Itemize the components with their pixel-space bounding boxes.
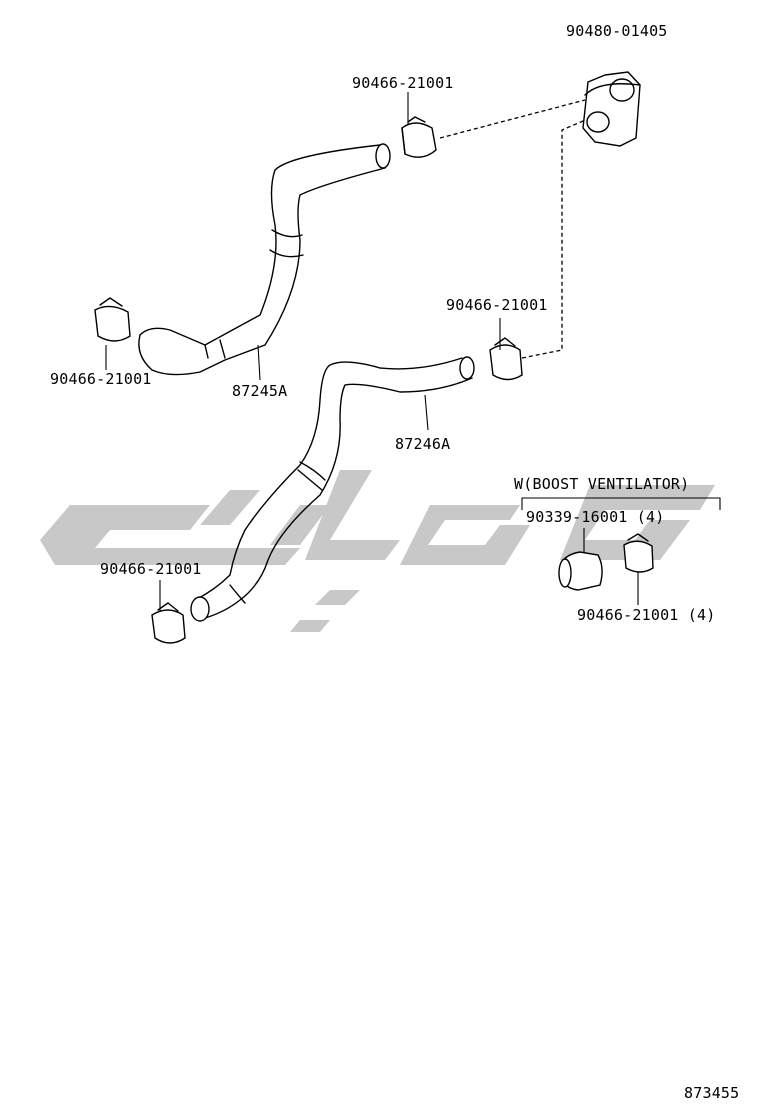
label-clamp-bottom: 90466-21001 xyxy=(100,560,202,578)
clamp-mid-part xyxy=(489,337,523,381)
clamp-option-part xyxy=(623,533,654,573)
label-hose-87246A: 87246A xyxy=(395,435,451,453)
leader-lines xyxy=(105,92,639,612)
label-option-header: W(BOOST VENTILATOR) xyxy=(514,475,690,493)
label-clamp-mid: 90466-21001 xyxy=(446,296,548,314)
label-clamp-left: 90466-21001 xyxy=(50,370,152,388)
label-plug: 90339-16001 (4) xyxy=(526,508,665,526)
clamp-bottom-part xyxy=(151,602,186,644)
hose-87245A xyxy=(138,143,391,376)
label-clamp-option: 90466-21001 (4) xyxy=(577,606,716,624)
label-grommet: 90480-01405 xyxy=(566,22,668,40)
plug-part xyxy=(558,551,603,591)
label-diagram-id: 873455 xyxy=(684,1084,740,1102)
connection-line-top xyxy=(439,99,586,139)
hose-87246A xyxy=(190,356,475,622)
clamp-top-part xyxy=(401,116,437,158)
label-clamp-top: 90466-21001 xyxy=(352,74,454,92)
watermark-logo xyxy=(40,470,715,632)
option-bracket xyxy=(521,497,721,510)
connection-line-mid xyxy=(521,117,591,359)
label-hose-87245A: 87245A xyxy=(232,382,288,400)
grommet-part xyxy=(582,71,641,147)
clamp-left-part xyxy=(94,297,131,342)
